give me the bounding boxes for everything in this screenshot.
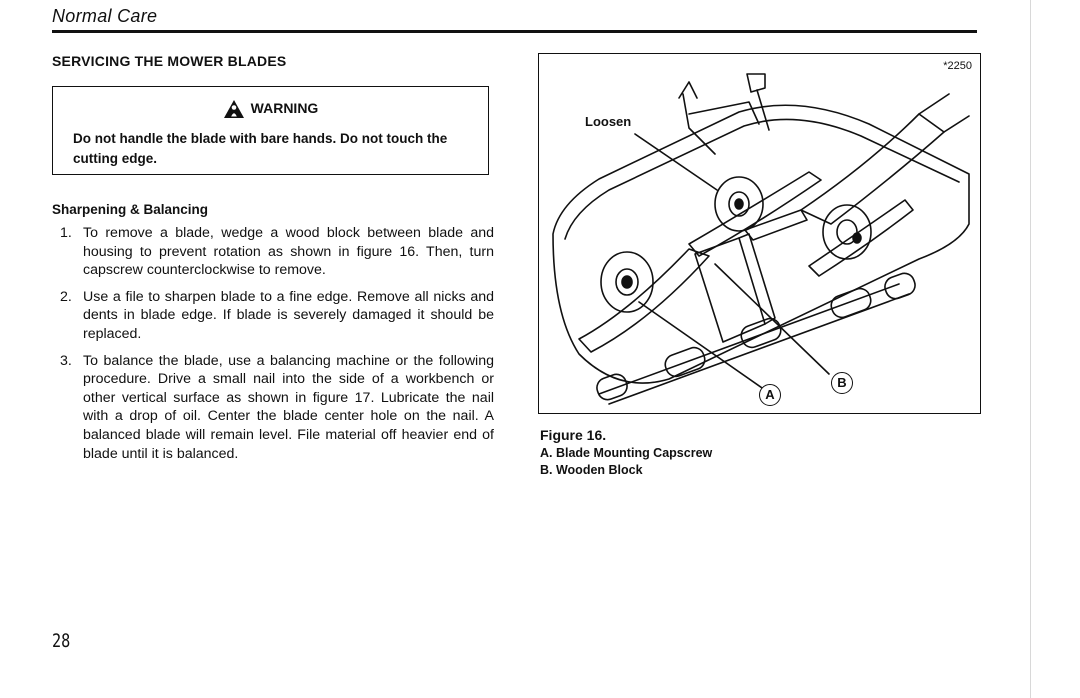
warning-box: WARNING Do not handle the blade with bar… [52, 86, 489, 175]
caption-item-b: B. Wooden Block [540, 463, 643, 477]
mower-deck-illustration [552, 73, 970, 405]
warning-text: Do not handle the blade with bare hands.… [73, 131, 448, 166]
step-number: 3. [60, 352, 72, 369]
page-number: 28 [52, 630, 71, 652]
figure-caption-title: Figure 16. [540, 427, 607, 443]
warning-triangle-icon [223, 100, 244, 118]
figure-caption: Figure 16. A. Blade Mounting Capscrew B.… [540, 426, 712, 479]
list-item: 1. To remove a blade, wedge a wood block… [52, 224, 494, 280]
header-rule [52, 30, 977, 33]
caption-item-a: A. Blade Mounting Capscrew [540, 446, 713, 460]
list-item: 2. Use a file to sharpen blade to a fine… [52, 288, 494, 344]
step-text: Use a file to sharpen blade to a fine ed… [83, 288, 494, 342]
step-text: To remove a blade, wedge a wood block be… [83, 225, 494, 279]
procedure-heading: Sharpening & Balancing [52, 202, 209, 217]
warning-label: WARNING [250, 100, 319, 116]
loosen-label: Loosen [585, 114, 632, 129]
page-edge-line [1030, 0, 1031, 698]
step-text: To balance the blade, use a balancing ma… [83, 352, 494, 462]
section-heading: SERVICING THE MOWER BLADES [52, 53, 287, 69]
procedure-steps: 1. To remove a blade, wedge a wood block… [52, 224, 494, 471]
list-item: 3. To balance the blade, use a balancing… [52, 352, 494, 464]
callout-a: A [759, 384, 781, 406]
callout-b: B [831, 372, 853, 394]
step-number: 1. [60, 225, 72, 241]
warning-header: WARNING [53, 99, 488, 119]
section-header-title: Normal Care [52, 6, 158, 26]
step-number: 2. [60, 288, 72, 305]
figure-id: *2250 [943, 60, 972, 72]
figure-16-frame: *2250 Loosen A B [538, 53, 981, 414]
